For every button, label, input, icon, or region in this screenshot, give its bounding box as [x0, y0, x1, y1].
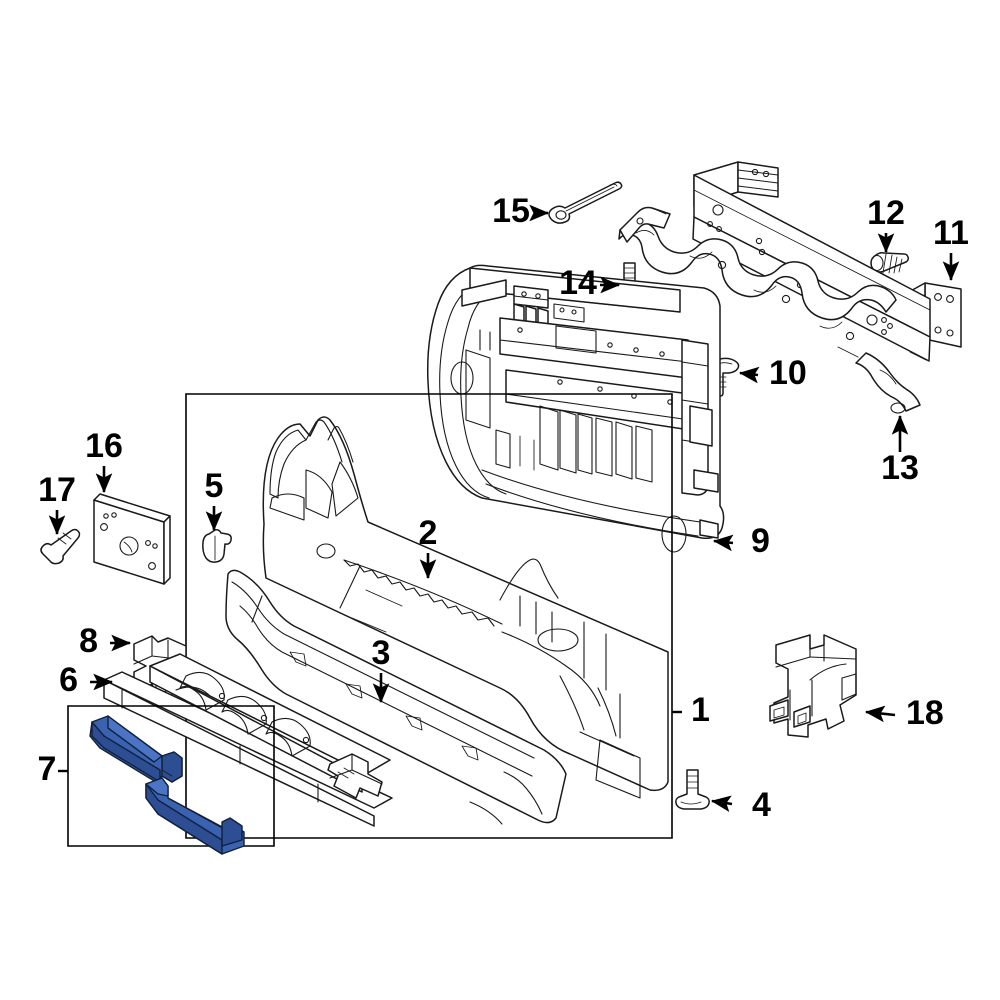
callout-label-3[interactable]: 3	[372, 634, 391, 672]
callout-label-8[interactable]: 8	[79, 622, 98, 660]
callout-labels: 1 2 3 4 5 6 7 8 9 10 11 12 13 14 15 16 1…	[38, 192, 969, 824]
callout-label-11[interactable]: 11	[933, 214, 969, 252]
callout-label-14[interactable]: 14	[559, 264, 597, 302]
part-front-bumper-lower-valance	[225, 569, 567, 825]
part-bumper-cover-clip	[202, 529, 232, 563]
callout-label-15[interactable]: 15	[492, 192, 530, 230]
part-front-bumper-cover	[262, 416, 669, 799]
callout-label-5[interactable]: 5	[205, 467, 224, 505]
callout-label-13[interactable]: 13	[881, 449, 919, 487]
part-tow-hook-eye	[548, 181, 623, 224]
leader-lines	[48, 204, 960, 813]
group-box-side-spoilers	[67, 705, 275, 847]
part-lower-deflector-rail	[103, 653, 393, 827]
callout-label-10[interactable]: 10	[769, 354, 807, 392]
callout-label-16[interactable]: 16	[85, 427, 123, 465]
part-license-plate-bracket	[93, 493, 171, 585]
part-bumper-cover-side-retainer	[769, 634, 857, 738]
part-radiator-support-assembly	[426, 264, 725, 553]
callout-label-2[interactable]: 2	[419, 514, 438, 552]
callout-label-4[interactable]: 4	[752, 786, 771, 824]
callout-label-1[interactable]: 1	[691, 691, 710, 729]
callout-label-9[interactable]: 9	[751, 522, 770, 560]
callout-label-6[interactable]: 6	[59, 661, 78, 699]
part-bumper-cover-bolt	[675, 769, 710, 810]
callout-label-18[interactable]: 18	[906, 694, 944, 732]
callout-label-7[interactable]: 7	[38, 750, 57, 788]
part-side-spoiler-right-highlighted	[145, 777, 245, 855]
part-impact-bar-bolt	[870, 252, 909, 274]
part-side-spoiler-left-highlighted	[89, 715, 183, 783]
part-lower-tie-bar-reinforcement	[618, 206, 921, 414]
callout-label-17[interactable]: 17	[38, 471, 76, 509]
callout-label-12[interactable]: 12	[867, 194, 905, 232]
